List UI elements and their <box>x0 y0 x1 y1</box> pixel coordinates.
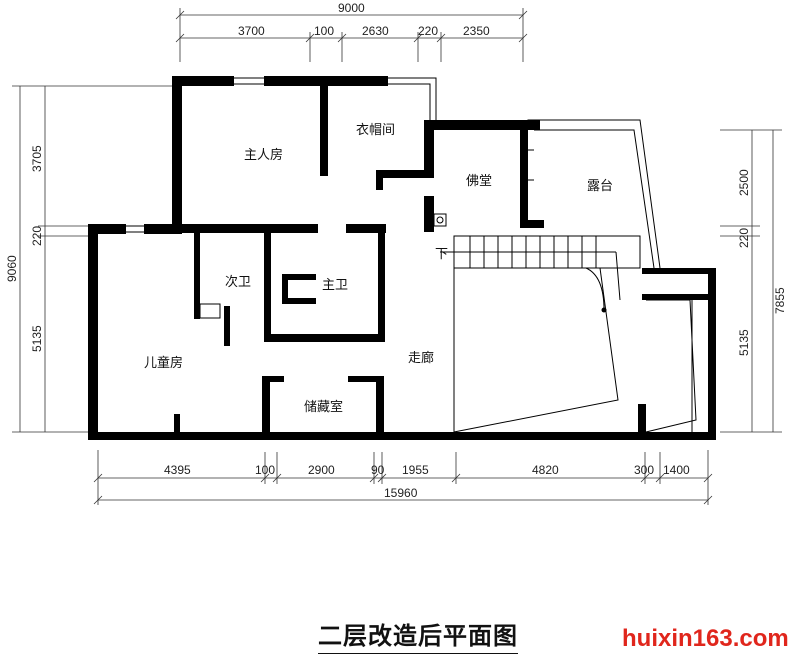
dim-top-220: 220 <box>418 24 438 38</box>
room-buddha-hall: 佛堂 <box>466 174 492 189</box>
thin-lines <box>126 77 697 433</box>
room-terrace: 露台 <box>587 179 613 194</box>
room-storage: 储藏室 <box>304 399 343 415</box>
dim-right-5135: 5135 <box>737 329 751 356</box>
stair-down-label: 下 <box>435 247 448 262</box>
drawing-title: 二层改造后平面图 <box>318 616 518 654</box>
room-second-bath: 次卫 <box>225 274 251 290</box>
dim-bottom-4820: 4820 <box>532 463 559 477</box>
watermark: huixin163.com <box>622 625 789 652</box>
dim-top-2630: 2630 <box>362 24 389 38</box>
room-corridor: 走廊 <box>408 350 434 366</box>
dim-bottom-100: 100 <box>255 463 275 477</box>
dim-top-100: 100 <box>314 24 334 38</box>
dim-left-5135: 5135 <box>30 325 44 352</box>
dim-top-total: 9000 <box>338 1 365 15</box>
room-labels: 主人房 衣帽间 佛堂 露台 次卫 主卫 儿童房 走廊 储藏室 下 <box>144 122 613 415</box>
dim-bottom-300: 300 <box>634 463 654 477</box>
dim-left-220: 220 <box>30 226 44 246</box>
room-cloakroom: 衣帽间 <box>356 122 395 138</box>
bottom-dimension-chain: 4395 100 2900 90 1955 4820 300 1400 1596… <box>93 450 713 505</box>
dim-bottom-total: 15960 <box>384 486 418 500</box>
dim-right-220: 220 <box>737 228 751 248</box>
right-dimension-chain: 2500 220 5135 7855 <box>720 129 787 433</box>
dim-bottom-1400: 1400 <box>663 463 690 477</box>
dim-top-3700: 3700 <box>238 24 265 38</box>
dim-bottom-4395: 4395 <box>164 463 191 477</box>
top-dimension-chain: 9000 3700 100 2630 220 2350 <box>175 1 528 62</box>
dim-right-2500: 2500 <box>737 169 751 196</box>
room-master-bath: 主卫 <box>322 278 348 293</box>
dim-left-3705: 3705 <box>30 145 44 172</box>
dim-right-total: 7855 <box>773 287 787 314</box>
room-kids-room: 儿童房 <box>144 355 183 371</box>
left-dimension-chain: 9060 3705 220 5135 <box>5 85 180 433</box>
dim-bottom-90: 90 <box>371 463 385 477</box>
dim-bottom-1955: 1955 <box>402 463 429 477</box>
room-master-bedroom: 主人房 <box>244 147 283 163</box>
walls <box>88 76 716 440</box>
dim-left-total: 9060 <box>5 255 19 282</box>
dim-bottom-2900: 2900 <box>308 463 335 477</box>
dim-top-2350: 2350 <box>463 24 490 38</box>
